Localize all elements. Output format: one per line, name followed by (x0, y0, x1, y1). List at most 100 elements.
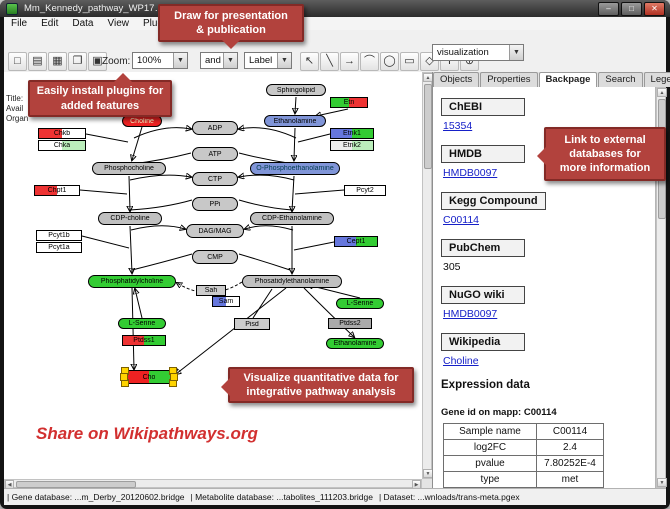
pathway-node-ppi[interactable]: PPi (192, 197, 238, 211)
scroll-down-icon[interactable]: ▼ (657, 478, 667, 487)
canvas-vertical-scrollbar[interactable]: ▲ ▼ (422, 72, 433, 479)
pathway-node-chkb[interactable]: Chkb (38, 128, 86, 139)
node-label: Pisd (245, 320, 259, 328)
menu-edit[interactable]: Edit (41, 18, 59, 29)
node-label: L-Serine (128, 320, 156, 327)
pathway-node-etn[interactable]: Etn (330, 97, 368, 108)
node-label: Pcyt2 (356, 187, 374, 194)
pathway-edge (176, 287, 287, 374)
label-combo[interactable]: Label ▼ (244, 52, 292, 69)
pathway-node-cept1[interactable]: Cept1 (334, 236, 378, 247)
pathway-node-cdp-ethanolamine[interactable]: CDP-Ethanolamine (250, 212, 334, 225)
new-button[interactable]: □ (8, 52, 27, 71)
pathway-node-phosatidylethanolamine[interactable]: Phosatidylethanolamine (242, 275, 342, 288)
pathway-node-pcyt1a[interactable]: Pcyt1a (36, 242, 82, 253)
pathway-edge (245, 226, 294, 230)
pathway-node-l-serine[interactable]: L-Serine (118, 318, 166, 329)
menu-bar: FileEditDataViewPluginsHelp (4, 17, 666, 31)
maximize-button[interactable]: □ (621, 2, 642, 16)
pathway-node-sphingolipid[interactable]: Sphingolipid (266, 84, 326, 96)
pathway-node-dag-mag[interactable]: DAG/MAG (186, 224, 244, 238)
table-cell: log2FC (443, 439, 537, 456)
rectangle-tool-button[interactable]: ▭ (400, 52, 419, 71)
selection-handle[interactable] (120, 373, 128, 381)
pathway-node-cdp-choline[interactable]: CDP-choline (98, 212, 162, 225)
external-link-c00114[interactable]: C00114 (443, 214, 480, 226)
pathway-node-etnk2[interactable]: Etnk2 (330, 140, 374, 151)
external-link-15354[interactable]: 15354 (443, 120, 473, 132)
open-button[interactable]: ▤ (28, 52, 47, 71)
pathway-node-sam[interactable]: Sam (212, 296, 240, 307)
scroll-up-icon[interactable]: ▲ (657, 88, 667, 97)
node-label: CDP-Ethanolamine (262, 215, 322, 222)
pathway-node-l-serine[interactable]: L-Serine (336, 298, 384, 309)
pathway-node-pcyt2[interactable]: Pcyt2 (344, 185, 386, 196)
external-link-hmdb0097[interactable]: HMDB0097 (443, 308, 498, 320)
canvas-horizontal-scrollbar[interactable]: ◀ ▶ (4, 479, 422, 489)
pathway-node-atp[interactable]: ATP (192, 147, 238, 161)
minimize-button[interactable]: – (598, 2, 619, 16)
menu-data[interactable]: Data (72, 18, 94, 29)
curve-tool-button[interactable]: ⌒ (360, 52, 379, 71)
chevron-down-icon[interactable]: ▼ (223, 53, 237, 68)
sidebar-tabs: ObjectsPropertiesBackpageSearchLegend (433, 72, 670, 88)
line-tool-button[interactable]: ╲ (320, 52, 339, 71)
scrollbar-thumb[interactable] (16, 481, 136, 488)
pathway-node-cho[interactable]: Cho (120, 367, 178, 387)
pathway-node-pcyt1b[interactable]: Pcyt1b (36, 230, 82, 241)
chevron-down-icon[interactable]: ▼ (277, 53, 291, 68)
tab-search[interactable]: Search (598, 72, 643, 87)
pathway-node-ctp[interactable]: CTP (192, 172, 238, 186)
chevron-down-icon[interactable]: ▼ (173, 53, 187, 68)
menu-file[interactable]: File (11, 18, 28, 29)
table-cell: 7.80252E-4 (536, 455, 604, 472)
pathway-edge (133, 128, 191, 139)
pathway-node-ethanolamine[interactable]: Ethanolamine (264, 115, 326, 127)
pointer-tool-button[interactable]: ↖ (300, 52, 319, 71)
pathway-node-cmp[interactable]: CMP (192, 250, 238, 264)
pathway-node-pisd[interactable]: Pisd (234, 318, 270, 330)
paste-button[interactable]: ▣ (88, 52, 107, 71)
boolean-combo[interactable]: and ▼ (200, 52, 238, 69)
scrollbar-thumb[interactable] (424, 84, 432, 169)
node-label: Pcyt1a (48, 244, 70, 251)
pathway-edge (130, 226, 185, 230)
selection-handle[interactable] (170, 373, 178, 381)
menu-view[interactable]: View (107, 18, 129, 29)
table-cell: C00114 (536, 423, 604, 440)
pathway-node-phosphocholine[interactable]: Phosphocholine (92, 162, 166, 175)
arrow-tool-button[interactable]: → (340, 52, 359, 71)
node-label: CDP-choline (110, 215, 150, 222)
pathway-node-ptdss1[interactable]: Ptdss1 (122, 335, 166, 346)
pathway-node-ethanolamine[interactable]: Ethanolamine (326, 338, 384, 349)
tab-properties[interactable]: Properties (480, 72, 538, 87)
oval-tool-button[interactable]: ◯ (380, 52, 399, 71)
external-link-choline[interactable]: Choline (443, 355, 479, 367)
pathway-node-o-phosphoethanolamine[interactable]: O-Phosphoethanolamine (250, 162, 340, 175)
tab-objects[interactable]: Objects (433, 72, 480, 87)
pathway-edge (177, 281, 243, 294)
zoom-combo[interactable]: 100% ▼ (132, 52, 188, 69)
pathway-node-ptdss2[interactable]: Ptdss2 (328, 318, 372, 329)
tab-legend[interactable]: Legend (643, 72, 670, 87)
save-button[interactable]: ▦ (48, 52, 67, 71)
pathway-edge (239, 128, 297, 139)
visualization-value: visualization (437, 47, 489, 58)
pathway-node-adp[interactable]: ADP (192, 121, 238, 135)
tab-backpage[interactable]: Backpage (538, 72, 598, 88)
pathway-node-etnk1[interactable]: Etnk1 (330, 128, 374, 139)
external-link-hmdb0097[interactable]: HMDB0097 (443, 167, 498, 179)
copy-button[interactable]: ❐ (68, 52, 87, 71)
pathway-node-chpt1[interactable]: Chpt1 (34, 185, 80, 196)
pathway-node-sah[interactable]: Sah (196, 285, 226, 296)
pathway-edge (81, 235, 130, 249)
close-button[interactable]: ✕ (644, 2, 665, 16)
pathway-node-chka[interactable]: Chka (38, 140, 86, 151)
visualization-combo[interactable]: visualization ▼ (432, 44, 524, 61)
pathway-node-phosphatidylcholine[interactable]: Phosphatidylcholine (88, 275, 176, 288)
chevron-down-icon[interactable]: ▼ (509, 45, 523, 60)
